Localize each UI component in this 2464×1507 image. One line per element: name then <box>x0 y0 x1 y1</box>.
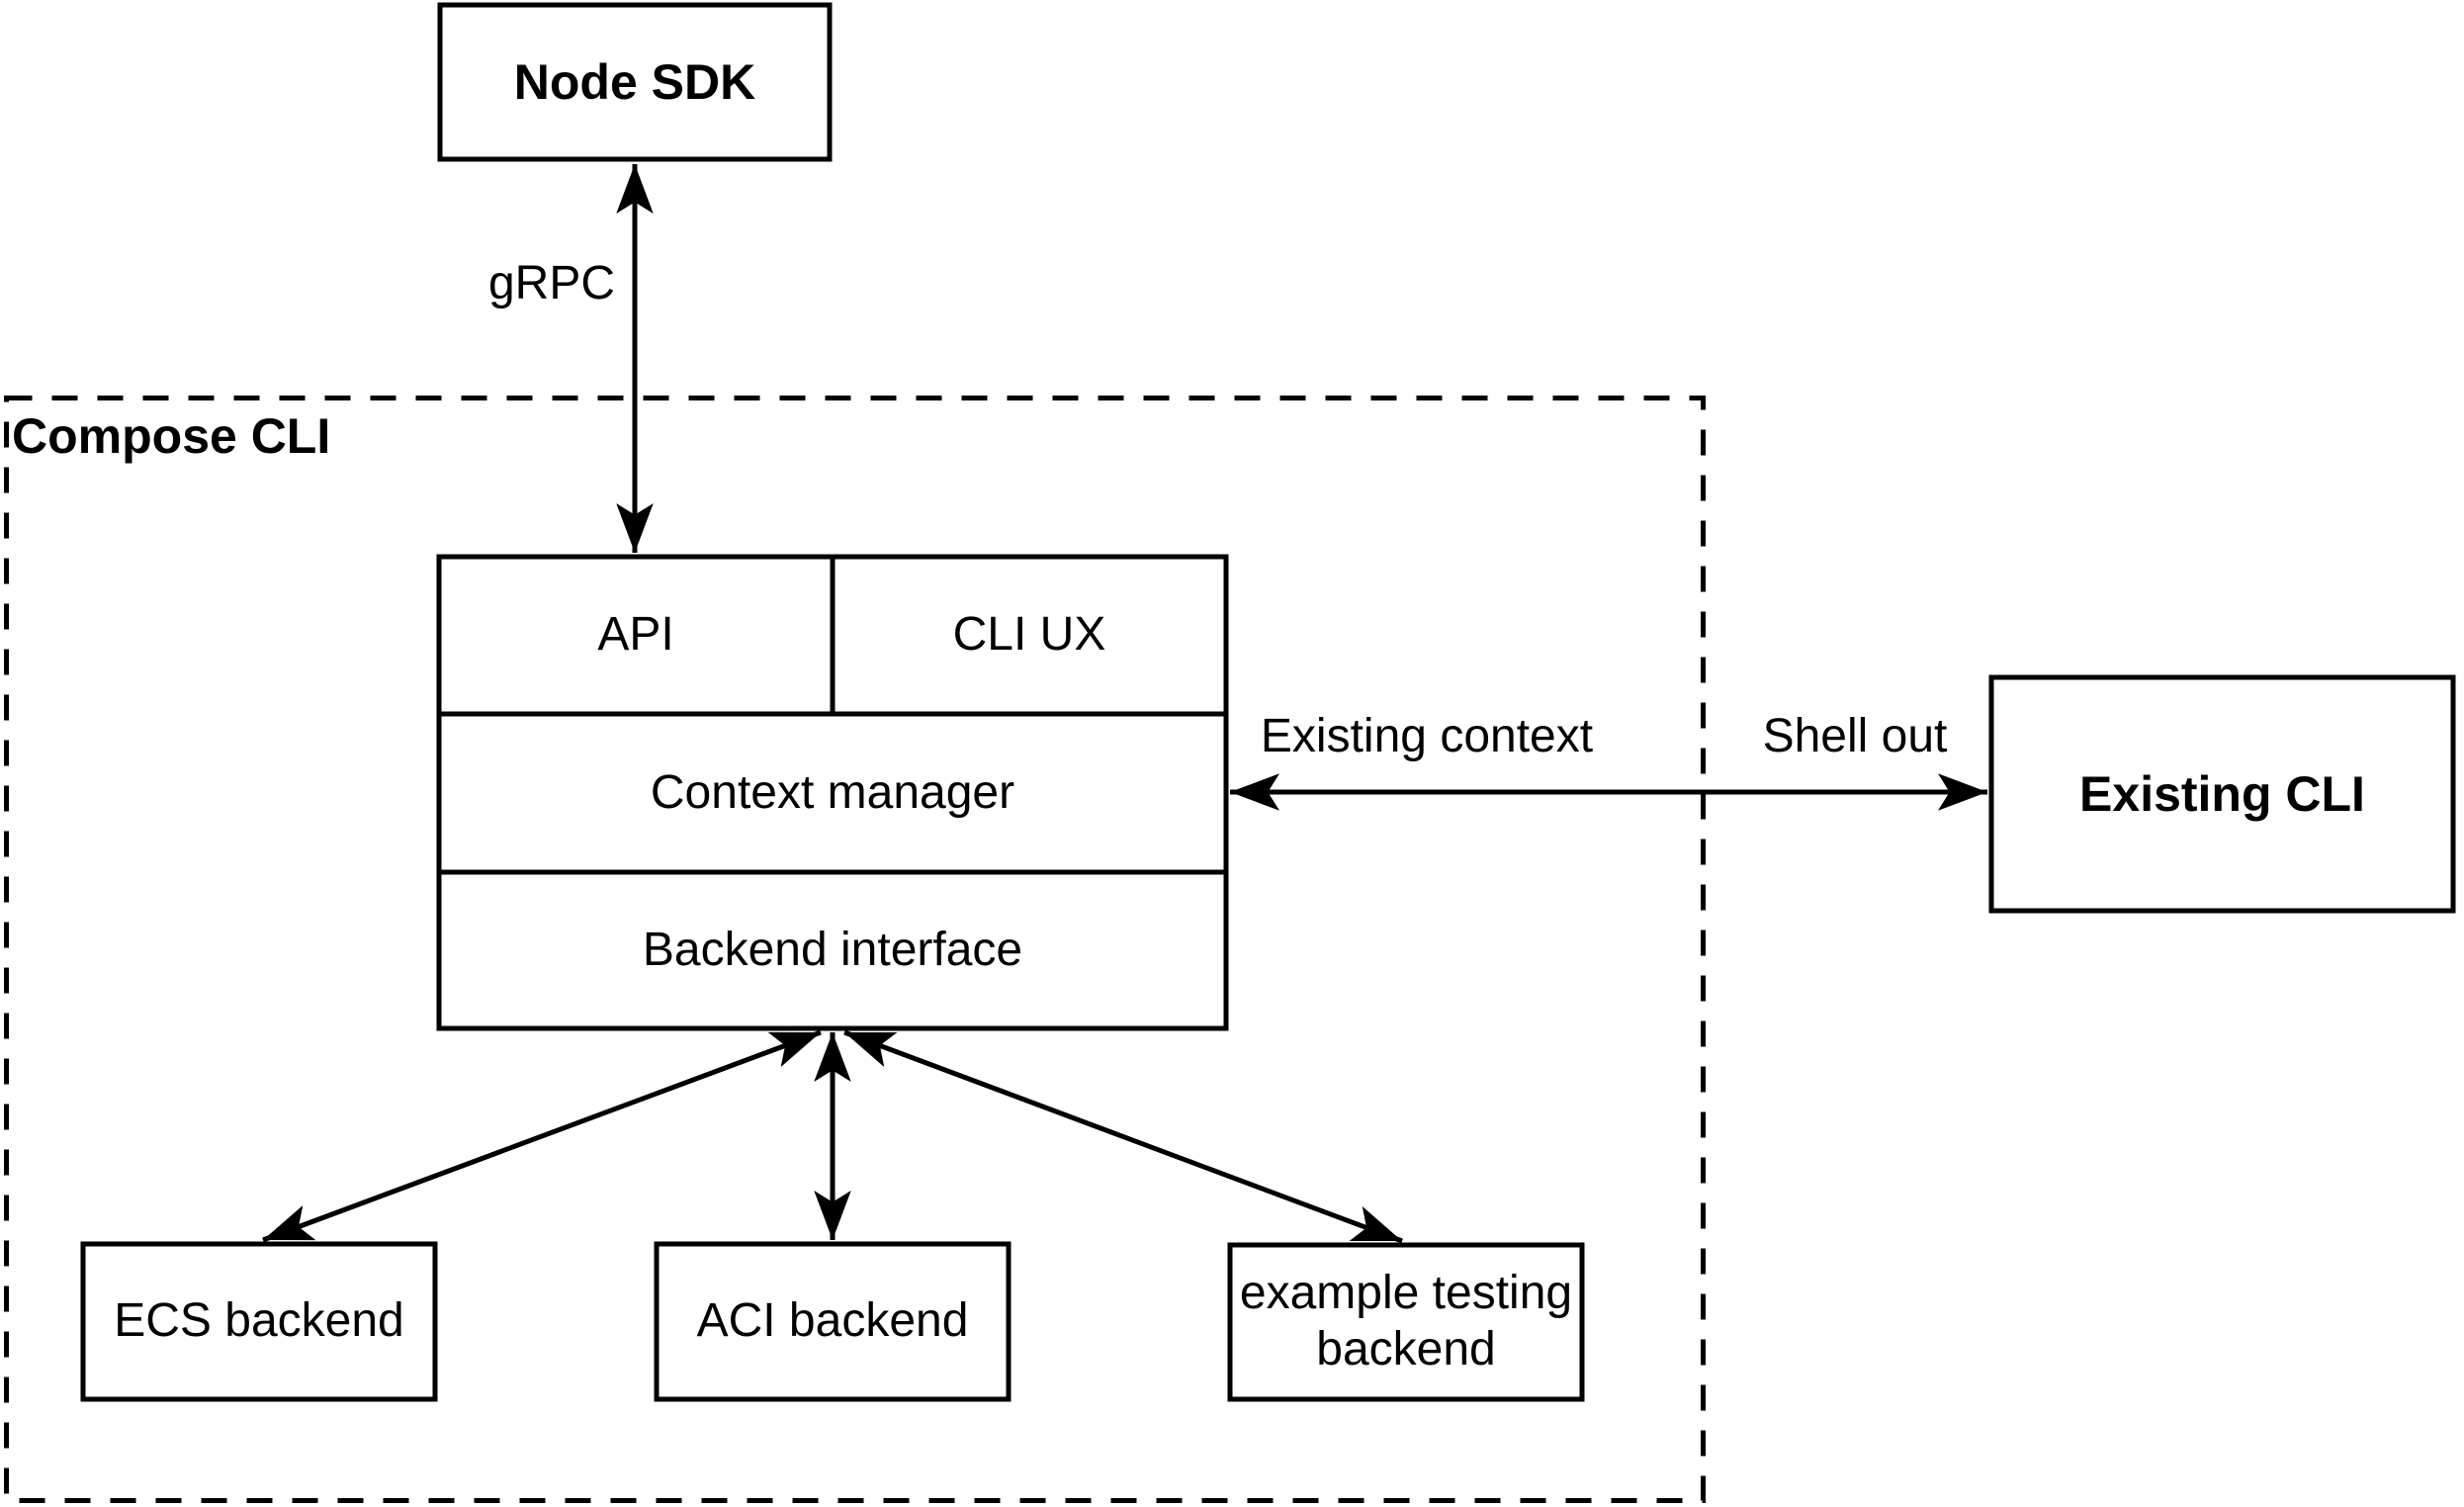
node-sdk-box <box>437 2 833 162</box>
ecs-backend-label: ECS backend <box>114 1294 404 1348</box>
api-label: API <box>597 608 674 662</box>
context-manager-label: Context manager <box>650 765 1015 819</box>
cli-ux-label: CLI UX <box>952 608 1106 662</box>
shell-out-edge-label: Shell out <box>1762 709 1948 762</box>
aci-backend-label: ACI backend <box>696 1294 969 1348</box>
node-sdk-label: Node SDK <box>513 53 756 110</box>
backend-interface-label: Backend interface <box>642 923 1023 976</box>
grpc-edge-label: gRPC <box>487 256 615 310</box>
edge-example-backend-arrow <box>843 1029 1403 1244</box>
compose-cli-container-label: Compose CLI <box>12 407 331 464</box>
example-testing-backend-box <box>1227 1242 1585 1402</box>
existing-context-edge-label: Existing context <box>1260 709 1594 762</box>
existing-cli-label: Existing CLI <box>2079 765 2365 822</box>
ecs-backend-box <box>80 1241 438 1402</box>
compose-cli-container-border <box>4 396 1706 1503</box>
existing-cli-box <box>1988 674 2456 914</box>
edge-ecs-backend-arrow <box>262 1029 822 1243</box>
example-testing-backend-label: example testing backend <box>1239 1267 1573 1375</box>
aci-backend-box <box>654 1241 1012 1402</box>
